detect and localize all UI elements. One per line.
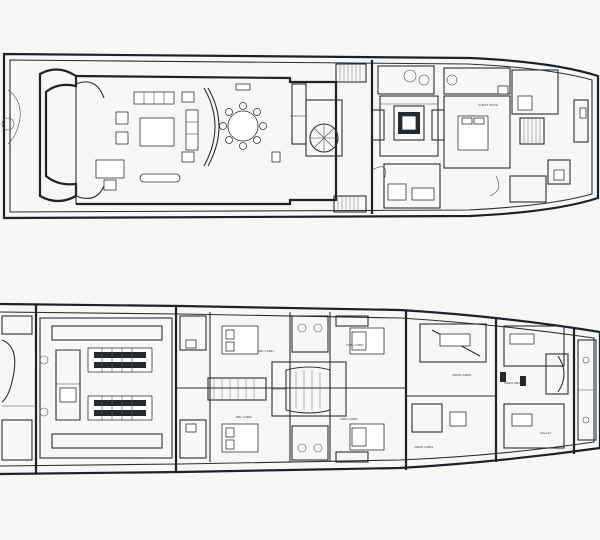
fore-peak (577, 339, 597, 441)
guest-cabins: DBL CABIN DBL CABIN T (176, 312, 406, 463)
lower-deck-plan: DBL CABIN DBL CABIN T (0, 302, 600, 476)
cabin-label: CREW MESS (504, 381, 523, 385)
cabin-label: CREW CABIN (452, 373, 471, 377)
cabin-label: DBL CABIN (236, 415, 252, 419)
dining-table-icon (219, 102, 267, 150)
stairs-icon (333, 195, 367, 213)
sofa-icon (185, 109, 199, 151)
cabin-label: GALLEY (540, 431, 552, 435)
coffee-table-icon (139, 117, 175, 147)
guest-suite: GUEST SUITE (443, 95, 511, 197)
cabin-label: CREW CABIN (414, 445, 433, 449)
engine-icon (87, 347, 153, 373)
aft-deck-bulwark (38, 68, 78, 203)
cabin-label: DBL CABIN (258, 349, 274, 353)
salon-outline (75, 74, 338, 206)
cabin-label: TWIN CABIN (340, 417, 358, 421)
stairs-icon (379, 95, 439, 157)
crew-area: CREW CABIN CREW CABIN CREW MESS GALLEY (406, 323, 569, 449)
cabin-label: TWIN CABIN (346, 343, 364, 347)
stairs-icon (335, 63, 367, 83)
engine-room (39, 317, 173, 459)
main-deck-hull (2, 52, 600, 220)
engine-icon (87, 395, 153, 421)
spiral-stair-icon (271, 361, 347, 417)
main-deck-plan: GUEST SUITE (1, 52, 600, 220)
cabin-label: GUEST SUITE (478, 103, 498, 107)
lower-deck-hull (0, 302, 600, 476)
